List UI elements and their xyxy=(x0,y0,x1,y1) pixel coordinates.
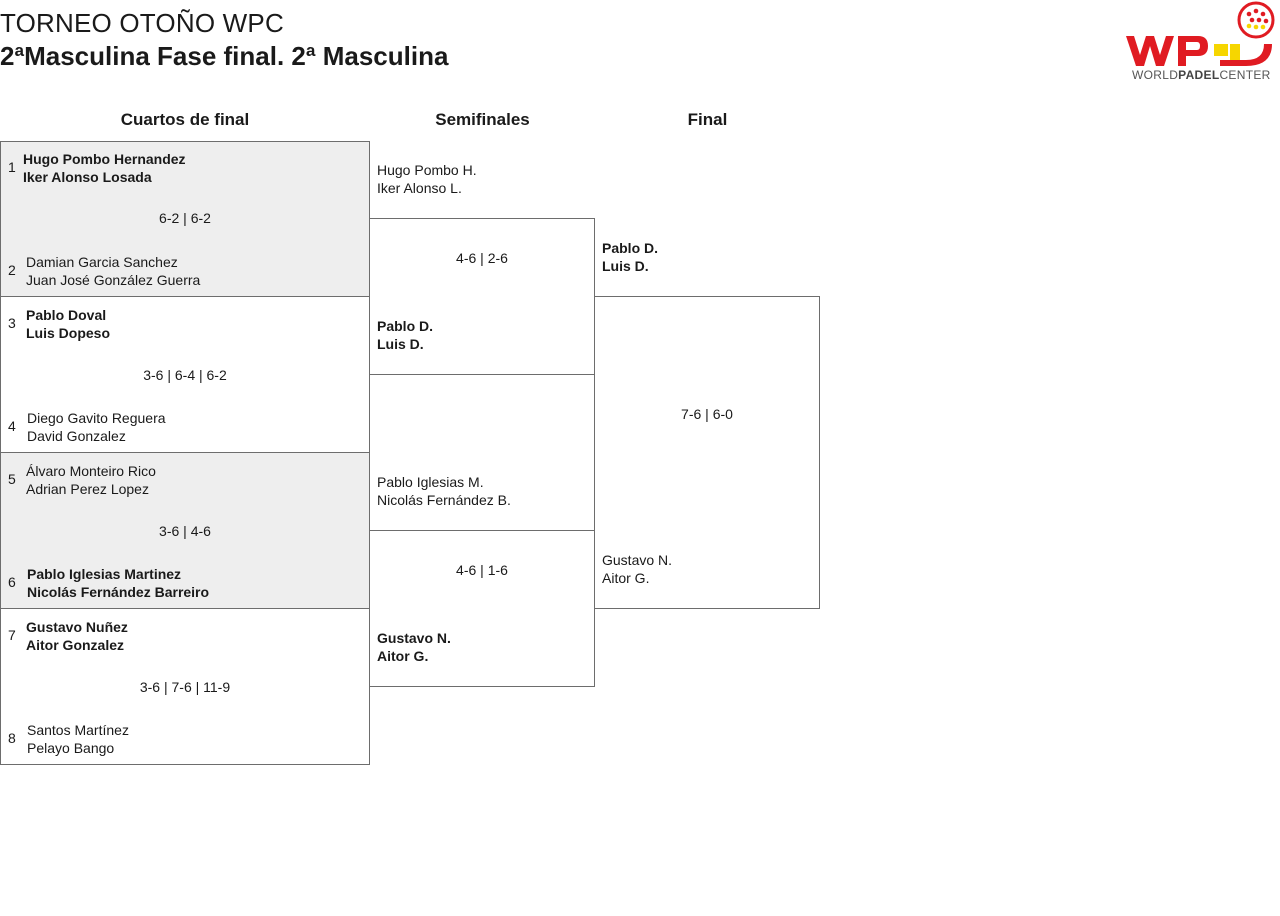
player-name: Santos Martínez xyxy=(27,722,129,738)
player-name: Adrian Perez Lopez xyxy=(26,481,149,497)
player-name: Pablo Iglesias Martinez xyxy=(27,566,182,582)
logo-caption: WORLDPADELCENTER xyxy=(1132,68,1271,82)
final-match: 7-6 | 6-0 Gustavo N. Aitor G. xyxy=(594,296,820,609)
seed-number: 1 xyxy=(8,159,16,175)
wpc-logo xyxy=(1126,1,1275,66)
player-name: Gustavo N. xyxy=(602,552,673,568)
player-name: Pablo Doval xyxy=(26,307,107,323)
player-name: David Gonzalez xyxy=(27,428,126,444)
player-name: Iker Alonso Losada xyxy=(23,169,152,185)
final-team-bottom: Gustavo N. Aitor G. xyxy=(602,551,672,587)
semifinal-match-1: 4-6 | 2-6 Pablo D. Luis D. xyxy=(369,218,595,375)
player-name: Hugo Pombo Hernandez xyxy=(23,151,186,167)
team: Diego Gavito Reguera David Gonzalez xyxy=(27,409,166,445)
player-name: Aitor G. xyxy=(377,648,429,664)
team-winner: Gustavo Nuñez Aitor Gonzalez xyxy=(26,618,128,654)
player-name: Juan José González Guerra xyxy=(26,272,201,288)
seed-number: 2 xyxy=(8,262,16,278)
seed-number: 6 xyxy=(8,574,16,590)
player-name: Hugo Pombo H. xyxy=(377,162,477,178)
player-name: Aitor G. xyxy=(602,570,650,586)
quarterfinal-match-1: 1 Hugo Pombo Hernandez Iker Alonso Losad… xyxy=(0,141,370,297)
semifinal-1-team-top: Hugo Pombo H. Iker Alonso L. xyxy=(377,161,477,197)
player-name: Nicolás Fernández B. xyxy=(377,492,511,508)
player-name: Luis D. xyxy=(377,336,424,352)
round-header-final: Final xyxy=(687,110,728,129)
player-name: Iker Alonso L. xyxy=(377,180,462,196)
player-name: Aitor Gonzalez xyxy=(26,637,125,653)
match-score: 3-6 | 4-6 xyxy=(159,523,211,539)
round-header-semis: Semifinales xyxy=(435,110,530,129)
team-winner: Pablo Doval Luis Dopeso xyxy=(26,306,110,342)
quarterfinal-match-3: 5 Álvaro Monteiro Rico Adrian Perez Lope… xyxy=(0,452,370,609)
seed-number: 3 xyxy=(8,315,16,331)
match-score: 4-6 | 2-6 xyxy=(456,250,508,266)
match-score: 4-6 | 1-6 xyxy=(456,562,508,578)
team-winner: Gustavo N. Aitor G. xyxy=(377,629,451,665)
team-winner: Pablo Iglesias Martinez Nicolás Fernánde… xyxy=(27,565,209,601)
match-score: 3-6 | 7-6 | 11-9 xyxy=(139,679,231,695)
seed-number: 5 xyxy=(8,471,16,487)
page-subtitle: 2ªMasculina Fase final. 2ª Masculina xyxy=(0,41,449,71)
player-name: Gustavo Nuñez xyxy=(26,619,128,635)
player-name: Diego Gavito Reguera xyxy=(27,410,166,426)
team: Santos Martínez Pelayo Bango xyxy=(27,721,129,757)
player-name: Gustavo N. xyxy=(377,630,451,646)
quarterfinal-match-2: 3 Pablo Doval Luis Dopeso 3-6 | 6-4 | 6-… xyxy=(0,296,370,453)
player-name: Pablo Iglesias M. xyxy=(377,474,484,490)
player-name: Luis D. xyxy=(602,258,649,274)
match-score: 7-6 | 6-0 xyxy=(681,406,733,422)
seed-number: 7 xyxy=(8,627,16,643)
player-name: Nicolás Fernández Barreiro xyxy=(27,584,210,600)
quarterfinal-match-4: 7 Gustavo Nuñez Aitor Gonzalez 3-6 | 7-6… xyxy=(0,608,370,765)
round-header-quarters: Cuartos de final xyxy=(120,110,250,129)
final-team-top: Pablo D. Luis D. xyxy=(602,239,658,275)
team-winner: Pablo D. Luis D. xyxy=(377,317,433,353)
match-score: 6-2 | 6-2 xyxy=(159,210,211,226)
semifinal-match-2: 4-6 | 1-6 Gustavo N. Aitor G. xyxy=(369,530,595,687)
player-name: Pablo D. xyxy=(602,240,659,256)
player-name: Álvaro Monteiro Rico xyxy=(26,463,156,479)
player-name: Pelayo Bango xyxy=(27,740,115,756)
match-score: 3-6 | 6-4 | 6-2 xyxy=(143,367,227,383)
team: Álvaro Monteiro Rico Adrian Perez Lopez xyxy=(26,462,156,498)
player-name: Luis Dopeso xyxy=(26,325,111,341)
team: Damian Garcia Sanchez Juan José González… xyxy=(26,253,200,289)
seed-number: 8 xyxy=(8,730,16,746)
seed-number: 4 xyxy=(8,418,16,434)
player-name: Damian Garcia Sanchez xyxy=(26,254,178,270)
player-name: Pablo D. xyxy=(377,318,434,334)
team-winner: Hugo Pombo Hernandez Iker Alonso Losada xyxy=(23,150,186,186)
semifinal-2-team-top: Pablo Iglesias M. Nicolás Fernández B. xyxy=(377,473,511,509)
page-title: TORNEO OTOÑO WPC xyxy=(0,8,284,38)
